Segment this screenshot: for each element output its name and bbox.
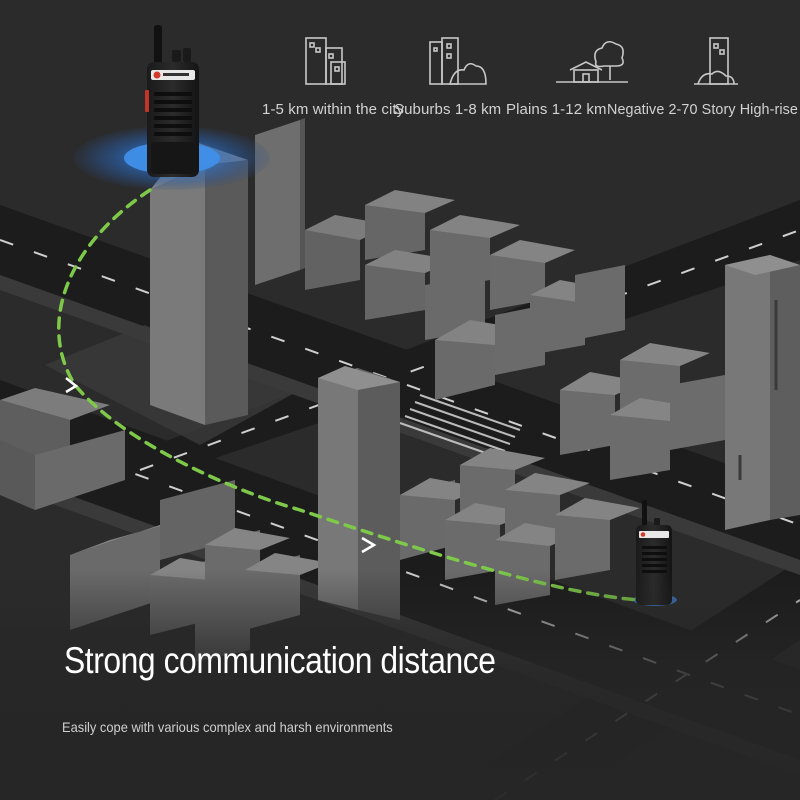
house-tree-icon <box>556 36 628 88</box>
path-arrow-1 <box>65 377 79 394</box>
walkie-talkie-large <box>145 25 199 177</box>
path-arrow-2 <box>361 536 377 554</box>
suburb-buildings-icon <box>426 36 487 88</box>
env-label-plains: Plains 1-12 km <box>506 101 607 118</box>
city-buildings-icon <box>300 36 360 88</box>
env-label-suburbs: Suburbs 1-8 km <box>394 101 502 118</box>
building-cluster-south <box>400 448 640 605</box>
headline: Strong communication distance <box>64 640 496 681</box>
center-tower-building <box>318 366 400 620</box>
subheadline: Easily cope with various complex and har… <box>62 719 393 735</box>
high-rise-building-icon <box>692 36 752 88</box>
building-cluster-east <box>560 255 800 530</box>
bottom-gradient-overlay <box>0 570 800 800</box>
env-label-high-rise: Negative 2-70 Story High-rise <box>607 101 798 118</box>
env-label-city: 1-5 km within the city <box>262 101 405 118</box>
